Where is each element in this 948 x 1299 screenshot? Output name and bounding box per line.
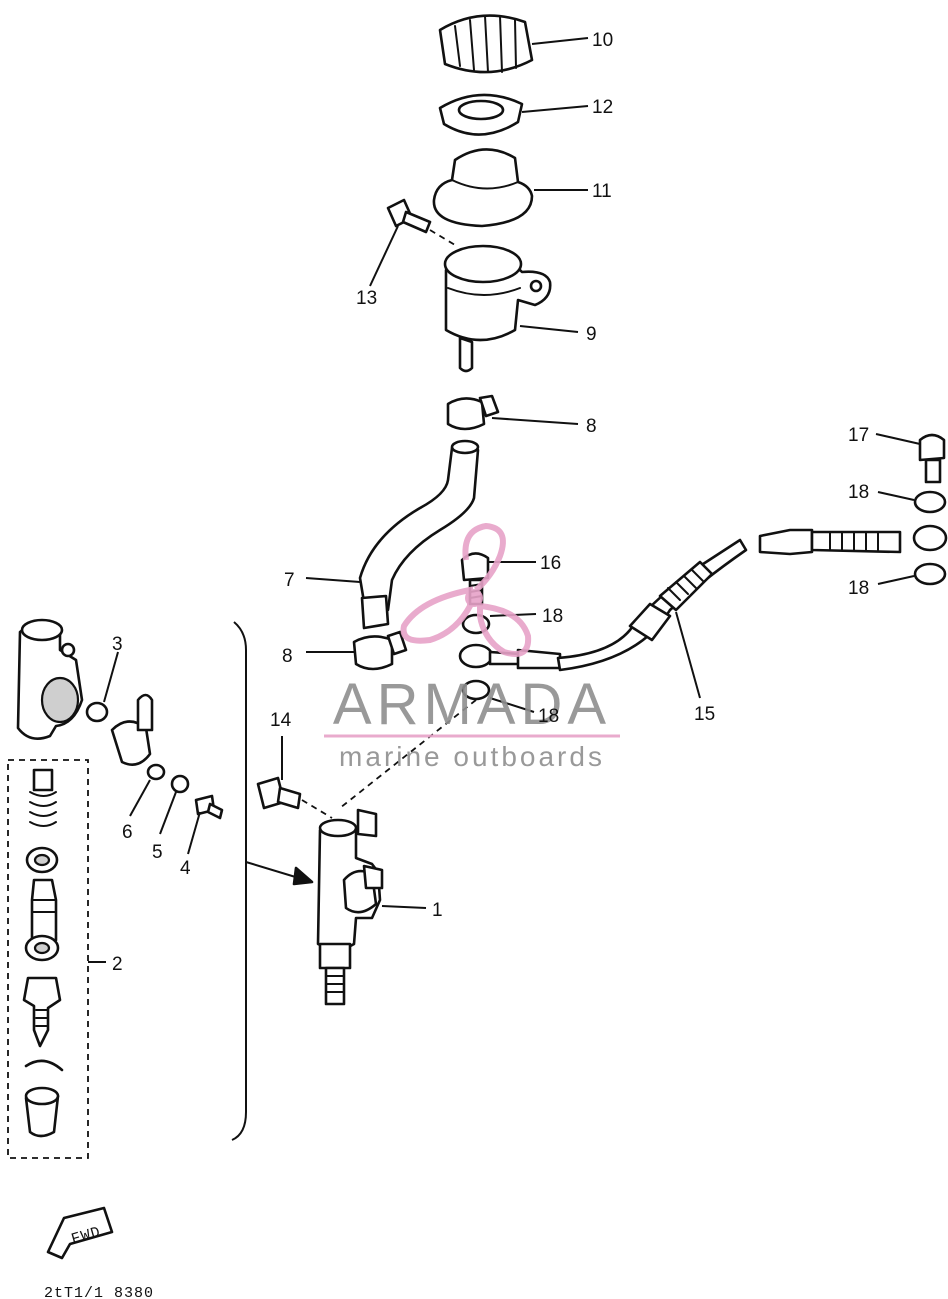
drawing-code: 2tT1/1 8380 [44, 1285, 154, 1299]
armada-watermark: ARMADA marine outboards [324, 522, 620, 772]
washer-5 [170, 774, 190, 794]
o-ring-3 [85, 701, 109, 723]
hose-clamp-lower [352, 630, 408, 671]
copper-washer-upper-right [913, 490, 947, 514]
reservoir-screw [386, 198, 456, 246]
callout-18-lower-center: 18 [538, 706, 559, 727]
callout-labels: 10 12 11 13 9 8 7 8 16 18 18 15 17 18 18… [112, 30, 869, 975]
armada-propeller-logo [400, 522, 532, 657]
callout-16: 16 [540, 553, 561, 574]
callout-9: 9 [586, 324, 597, 345]
callout-15: 15 [694, 704, 715, 725]
callout-10: 10 [592, 30, 613, 51]
piston-kit [7, 759, 89, 1159]
leader-lines [88, 37, 921, 963]
callout-2: 2 [112, 954, 123, 975]
callout-17: 17 [848, 425, 869, 446]
callout-12: 12 [592, 97, 613, 118]
watermark-brand: ARMADA [333, 672, 611, 737]
callout-6: 6 [122, 822, 133, 843]
master-cylinder-body [316, 808, 384, 1006]
washer-6 [146, 763, 166, 781]
reservoir-hose [358, 439, 480, 630]
union-bolt-14 [256, 776, 333, 819]
assembly-bracket [231, 621, 247, 1141]
reservoir-cap [438, 14, 534, 74]
master-cylinder-body-left [16, 618, 84, 740]
copper-washer-lower-right [913, 562, 947, 586]
hose-joint [110, 693, 154, 766]
callout-7: 7 [284, 570, 295, 591]
callout-18-upper-center: 18 [542, 606, 563, 627]
callout-11: 11 [592, 181, 612, 202]
callout-14: 14 [270, 710, 292, 731]
diaphragm-plate [438, 93, 524, 136]
brake-hose [458, 524, 948, 672]
hose-clamp-upper [446, 394, 500, 431]
callout-8-upper: 8 [586, 416, 597, 437]
callout-13: 13 [356, 288, 377, 309]
screw-4 [194, 794, 224, 820]
union-bolt-17 [918, 433, 946, 484]
callout-3: 3 [112, 634, 123, 655]
callout-5: 5 [152, 842, 163, 863]
assembly-arrowhead [292, 866, 314, 886]
callout-1: 1 [432, 900, 443, 921]
callout-8-lower: 8 [282, 646, 293, 667]
watermark-tagline: marine outboards [339, 741, 605, 772]
callout-4: 4 [180, 858, 191, 879]
diaphragm [432, 148, 534, 228]
fwd-arrow: FWD [46, 1206, 114, 1260]
reservoir [443, 244, 552, 373]
callout-18-lower-right: 18 [848, 578, 869, 599]
callout-18-upper-right: 18 [848, 482, 869, 503]
copper-washer-lower-center [461, 679, 491, 701]
